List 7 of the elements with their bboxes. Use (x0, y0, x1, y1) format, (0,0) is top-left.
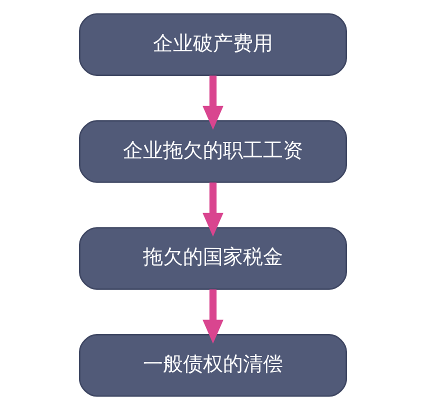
node-box: 一般债权的清偿 (78, 334, 346, 397)
node-box: 拖欠的国家税金 (78, 227, 346, 290)
node-box: 企业拖欠的职工工资 (78, 120, 346, 183)
node-box: 企业破产费用 (78, 13, 346, 76)
arrow (202, 289, 223, 344)
arrow (202, 182, 223, 237)
arrow (202, 76, 223, 130)
